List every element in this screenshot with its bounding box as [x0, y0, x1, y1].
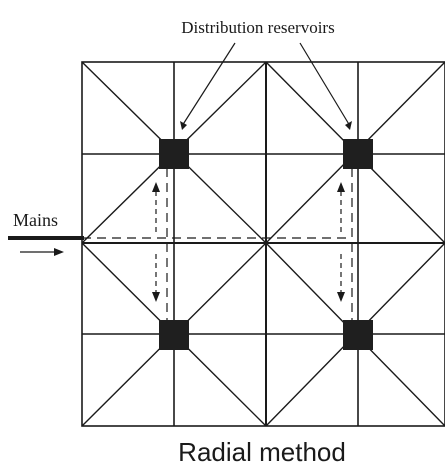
reservoir-bottom-right	[343, 320, 373, 350]
pointer-arrowhead-left	[180, 121, 187, 130]
mains-label: Mains	[13, 210, 58, 230]
flow-arrow-left-down-head	[152, 292, 160, 302]
flow-arrow-right-down-head	[337, 292, 345, 302]
dashed-supply-lines	[82, 168, 353, 322]
flow-arrows	[152, 182, 345, 302]
reservoir-top-right	[343, 139, 373, 169]
pointer-arrowhead-right	[345, 121, 352, 130]
label-pointers	[180, 42, 352, 130]
reservoirs	[159, 139, 373, 350]
reservoir-top-left	[159, 139, 189, 169]
distribution-reservoirs-label: Distribution reservoirs	[181, 18, 334, 37]
flow-arrow-right-up-head	[337, 182, 345, 192]
diagram-caption: Radial method	[178, 437, 346, 467]
reservoir-bottom-left	[159, 320, 189, 350]
pointer-line-right	[299, 42, 351, 127]
pointer-line-left	[181, 42, 236, 127]
flow-arrow-left-up-head	[152, 182, 160, 192]
mains-flow-arrow	[20, 248, 64, 256]
